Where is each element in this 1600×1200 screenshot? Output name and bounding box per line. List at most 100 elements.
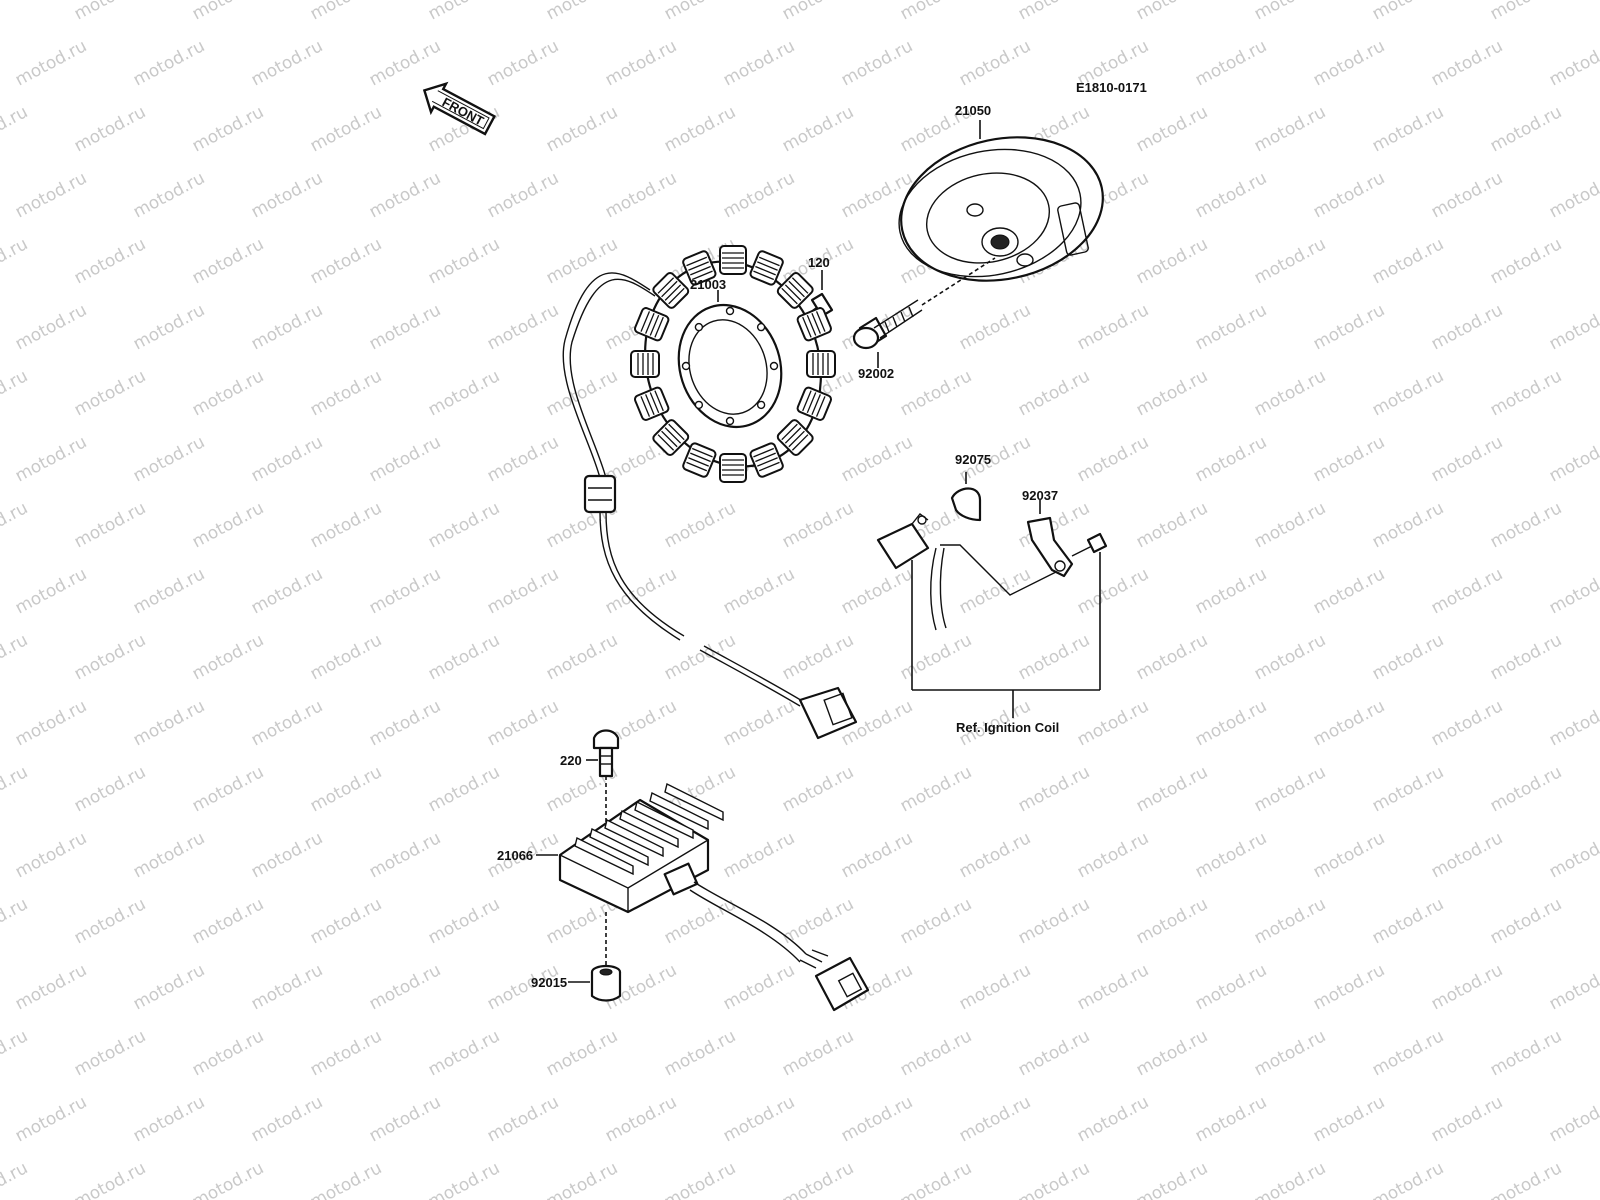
watermark-text: motod.ru [71, 102, 149, 156]
stator-pole [634, 386, 670, 421]
stator-pole [652, 272, 690, 309]
stator-bolt-hole [769, 361, 779, 371]
watermark-text: motod.ru [838, 564, 916, 618]
watermark-text: motod.ru [0, 762, 31, 816]
watermark-text: motod.ru [1133, 366, 1211, 420]
watermark-text: motod.ru [543, 630, 621, 684]
watermark-text: motod.ru [130, 960, 208, 1014]
watermark-text: motod.ru [602, 36, 680, 90]
watermark-text: motod.ru [366, 36, 444, 90]
regulator-fin [619, 809, 679, 849]
watermark-text: motod.ru [484, 36, 562, 90]
watermark-text: motod.ru [1487, 762, 1565, 816]
watermark-text: motod.ru [1428, 300, 1506, 354]
watermark-text: motod.ru [897, 1026, 975, 1080]
watermark-text: motod.ru [189, 1158, 267, 1200]
watermark-text: motod.ru [1310, 168, 1388, 222]
watermark-text: motod.ru [130, 828, 208, 882]
watermark-text: motod.ru [1369, 630, 1447, 684]
watermark-text: motod.ru [484, 1092, 562, 1146]
watermark-text: motod.ru [661, 1158, 739, 1200]
watermark-text: motod.ru [1251, 762, 1329, 816]
watermark-text: motod.ru [956, 828, 1034, 882]
stator-bolt-hole [694, 400, 704, 410]
watermark-text: motod.ru [1428, 828, 1506, 882]
watermark-text: motod.ru [12, 828, 90, 882]
watermark-text: motod.ru [12, 564, 90, 618]
watermark-text: motod.ru [1428, 168, 1506, 222]
watermark-text: motod.ru [1487, 102, 1565, 156]
watermark-text: motod.ru [1015, 1026, 1093, 1080]
flywheel-rotor [898, 120, 1104, 282]
watermark-text: motod.ru [1487, 1026, 1565, 1080]
watermark-text: motod.ru [425, 234, 503, 288]
watermark-text: motod.ru [1015, 0, 1093, 24]
watermark-text: motod.ru [1546, 36, 1600, 90]
label-21050: 21050 [955, 103, 991, 118]
watermark-text: motod.ru [425, 1026, 503, 1080]
watermark-text: motod.ru [1487, 894, 1565, 948]
watermark-text: motod.ru [838, 432, 916, 486]
watermark-text: motod.ru [366, 696, 444, 750]
watermark-text: motod.ru [1369, 366, 1447, 420]
watermark-text: motod.ru [484, 696, 562, 750]
watermark-text: motod.ru [720, 36, 798, 90]
watermark-text: motod.ru [779, 1026, 857, 1080]
watermark-text: motod.ru [1369, 1026, 1447, 1080]
watermark-text: motod.ru [661, 498, 739, 552]
watermark-text: motod.ru [720, 1092, 798, 1146]
watermark-text: motod.ru [1369, 498, 1447, 552]
watermark-text: motod.ru [248, 696, 326, 750]
watermark-text: motod.ru [1133, 1026, 1211, 1080]
watermark-text: motod.ru [71, 762, 149, 816]
label-220: 220 [560, 753, 582, 768]
stator-pole [796, 386, 832, 421]
watermark-text: motod.ru [720, 168, 798, 222]
watermark-text: motod.ru [0, 1026, 31, 1080]
watermark-text: motod.ru [248, 432, 326, 486]
watermark-text: motod.ru [12, 432, 90, 486]
watermark-text: motod.ru [0, 102, 31, 156]
reference-note: Ref. Ignition Coil [956, 720, 1059, 735]
label-92037: 92037 [1022, 488, 1058, 503]
regulator-fin [649, 791, 709, 831]
watermark-text: motod.ru [1428, 564, 1506, 618]
watermark-text: motod.ru [720, 828, 798, 882]
regulator-wiring-harness [663, 862, 870, 1012]
watermark-text: motod.ru [661, 1026, 739, 1080]
watermark-text: motod.ru [1546, 168, 1600, 222]
watermark-text: motod.ru [897, 366, 975, 420]
regulator-fin [634, 800, 694, 840]
reference-bracket-lines [911, 552, 1101, 718]
watermark-text: motod.ru [248, 300, 326, 354]
watermark-text: motod.ru [543, 1158, 621, 1200]
watermark-text: motod.ru [1310, 432, 1388, 486]
watermark-text: motod.ru [12, 1092, 90, 1146]
watermark-text: motod.ru [1369, 894, 1447, 948]
watermark-text: motod.ru [1074, 1092, 1152, 1146]
watermark-text: motod.ru [307, 0, 385, 24]
watermark-text: motod.ru [1546, 828, 1600, 882]
stator-pole [719, 245, 747, 275]
stator-bolt-hole [694, 322, 704, 332]
watermark-text: motod.ru [1487, 1158, 1565, 1200]
watermark-text: motod.ru [1310, 828, 1388, 882]
watermark-text: motod.ru [1074, 828, 1152, 882]
watermark-text: motod.ru [189, 366, 267, 420]
watermark-text: motod.ru [661, 630, 739, 684]
watermark-text: motod.ru [1074, 960, 1152, 1014]
watermark-text: motod.ru [366, 168, 444, 222]
watermark-text: motod.ru [1251, 366, 1329, 420]
watermark-text: motod.ru [661, 894, 739, 948]
watermark-text: motod.ru [1310, 1092, 1388, 1146]
watermark-text: motod.ru [1310, 696, 1388, 750]
watermark-text: motod.ru [189, 630, 267, 684]
watermark-text: motod.ru [130, 696, 208, 750]
label-21003: 21003 [690, 277, 726, 292]
watermark-text: motod.ru [1074, 696, 1152, 750]
watermark-text: motod.ru [779, 762, 857, 816]
watermark-text: motod.ru [956, 960, 1034, 1014]
watermark-text: motod.ru [0, 1158, 31, 1200]
